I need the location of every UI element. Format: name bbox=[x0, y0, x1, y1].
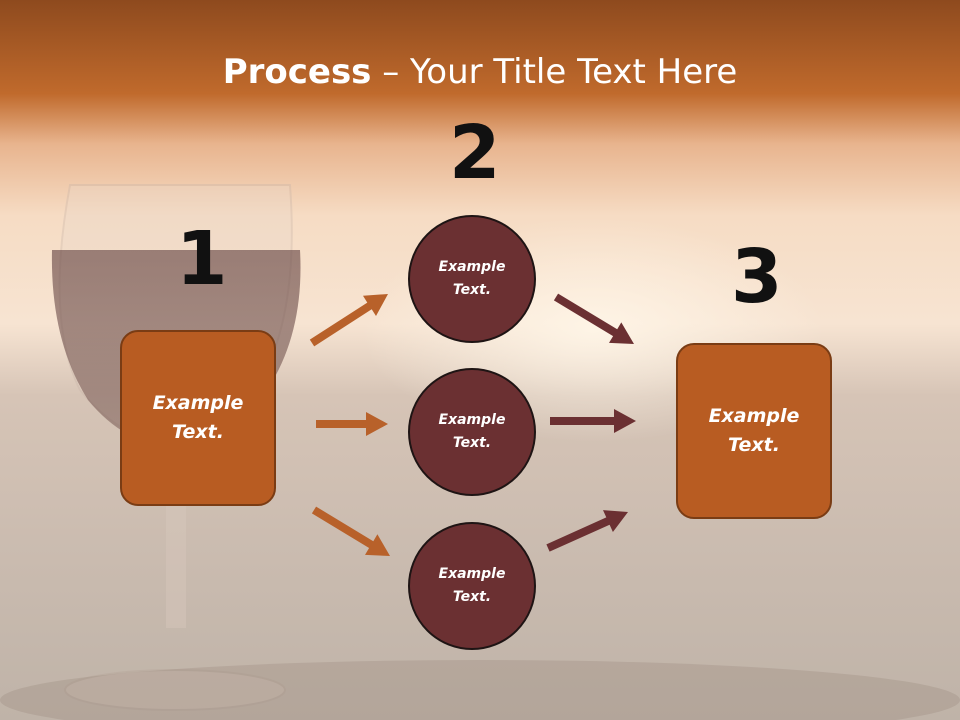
process-circle-top-label: Example Text. bbox=[438, 259, 506, 298]
slide-title: Process – Your Title Text Here bbox=[0, 52, 960, 92]
title-bold: Process bbox=[222, 52, 372, 92]
step-box-1-label: Example Text. bbox=[152, 392, 244, 443]
process-circle-top: Example Text. bbox=[408, 215, 536, 343]
step-box-1: Example Text. bbox=[120, 330, 276, 506]
step-box-3-label: Example Text. bbox=[708, 405, 800, 456]
arrow-middle-to-3 bbox=[550, 409, 636, 433]
process-circle-bottom: Example Text. bbox=[408, 522, 536, 650]
step-box-3: Example Text. bbox=[676, 343, 832, 519]
arrow-top-to-3 bbox=[553, 293, 634, 344]
process-circle-middle: Example Text. bbox=[408, 368, 536, 496]
arrow-1-to-top bbox=[309, 294, 388, 347]
step-number-2: 2 bbox=[449, 110, 501, 196]
arrow-bottom-to-3 bbox=[546, 510, 628, 552]
title-rest: – Your Title Text Here bbox=[371, 52, 738, 92]
step-number-3: 3 bbox=[731, 234, 783, 320]
step-number-1: 1 bbox=[176, 216, 228, 302]
process-circle-middle-label: Example Text. bbox=[438, 412, 506, 451]
arrow-1-to-middle bbox=[316, 412, 388, 436]
process-circle-bottom-label: Example Text. bbox=[438, 566, 506, 605]
arrow-1-to-bottom bbox=[311, 506, 390, 556]
